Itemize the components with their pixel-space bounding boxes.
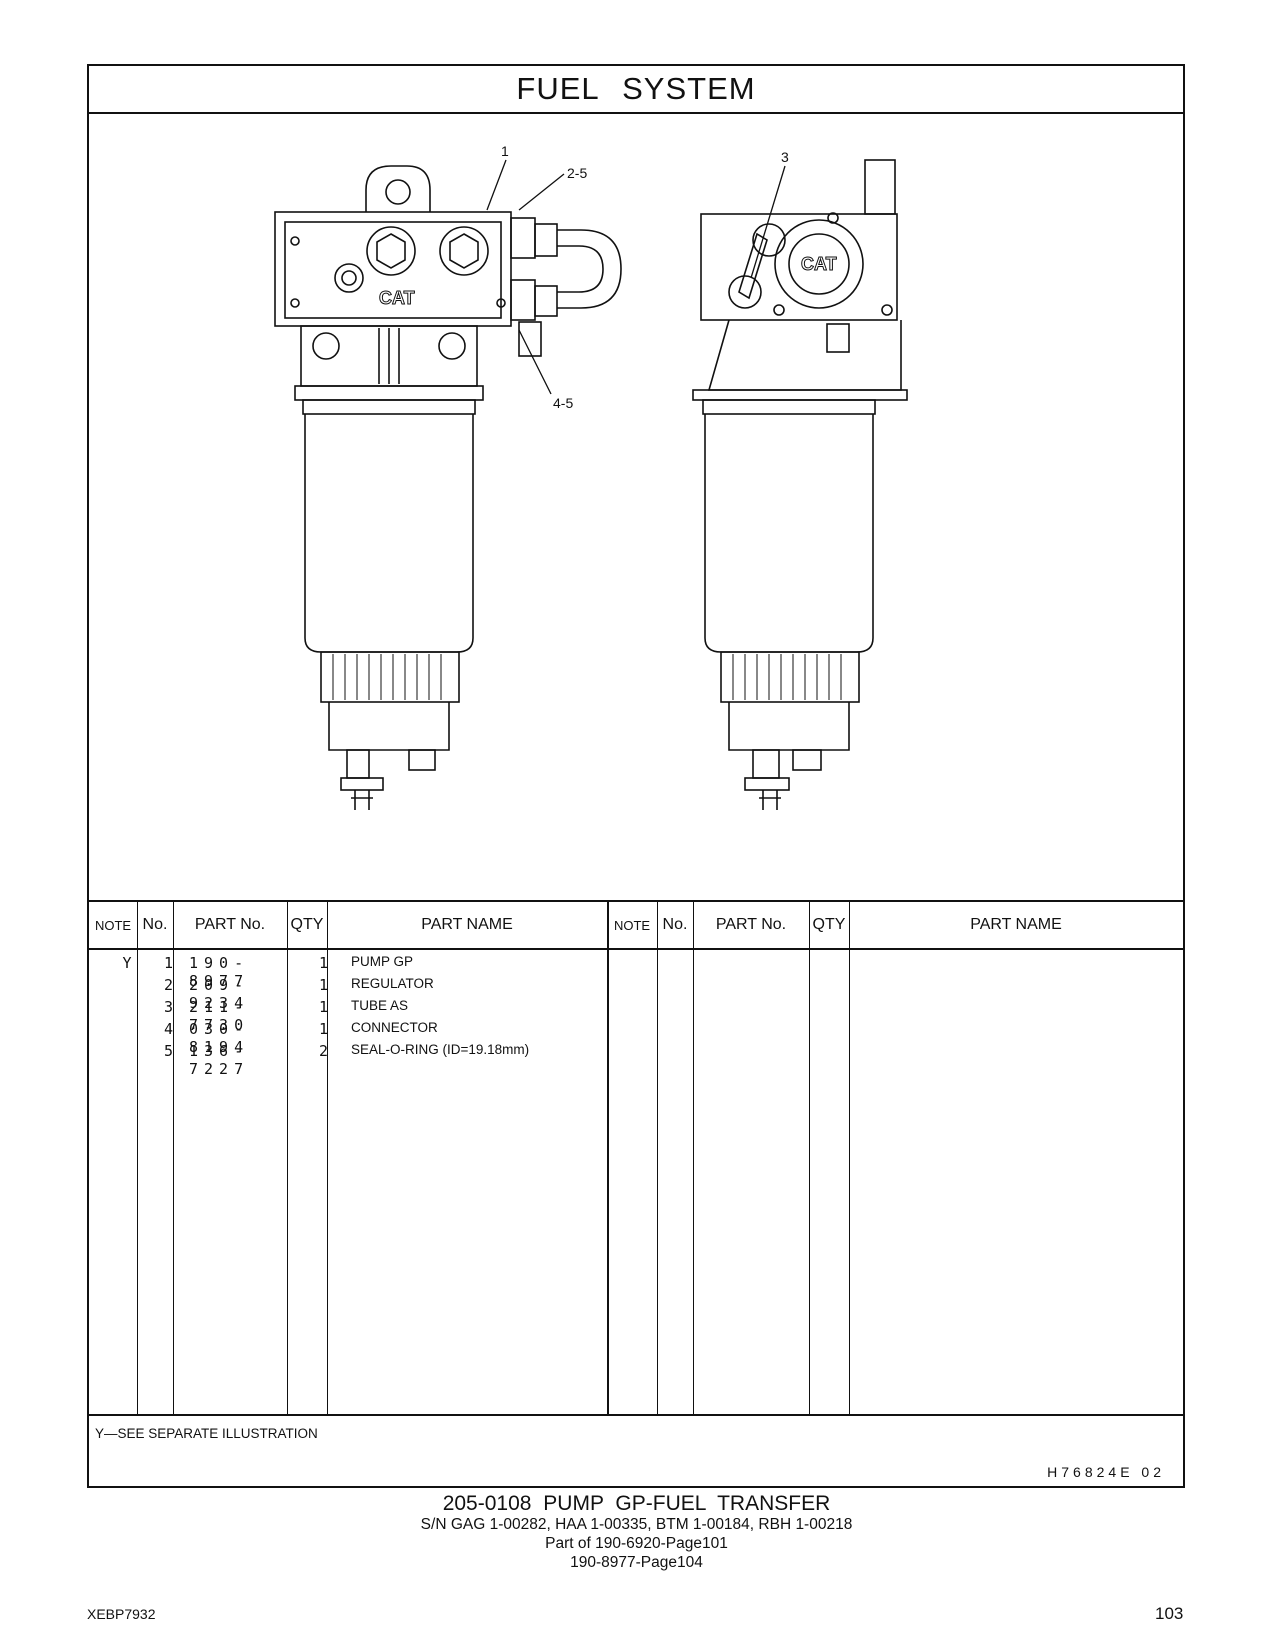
- serial-numbers: S/N GAG 1-00282, HAA 1-00335, BTM 1-0018…: [420, 1516, 853, 1533]
- col-divider: [849, 902, 850, 1416]
- left-view: [274, 159, 622, 810]
- half-divider: [607, 902, 609, 1416]
- illustration-code: H76824E 02: [1047, 1464, 1165, 1480]
- col-divider: [137, 902, 138, 1416]
- row-qty: 1: [318, 954, 328, 972]
- cat-logo-left: CAT: [379, 288, 415, 308]
- row-qty: 2: [318, 1042, 328, 1060]
- header-part-no-right: PART No.: [715, 916, 787, 933]
- exploded-illustration: 1 2-5 3 4-5 CAT CAT: [89, 114, 1183, 900]
- header-no-right: No.: [662, 916, 688, 933]
- row-part-no: 209-9234: [189, 976, 250, 1012]
- row-part-no: 136-7227: [189, 1042, 250, 1078]
- callout-4-5: 4-5: [553, 395, 573, 411]
- document-id: XEBP7932: [87, 1606, 156, 1622]
- callout-3: 3: [781, 149, 789, 165]
- callout-1: 1: [501, 143, 509, 159]
- parts-page-frame: FUEL SYSTEM: [87, 64, 1185, 1488]
- row-part-name: CONNECTOR: [351, 1020, 438, 1035]
- page-title: FUEL SYSTEM: [89, 66, 1183, 114]
- callout-2-5: 2-5: [567, 165, 587, 181]
- row-no: 4: [163, 1020, 173, 1038]
- row-note: Y: [122, 954, 132, 972]
- row-part-name: SEAL-O-RING (ID=19.18mm): [351, 1042, 530, 1057]
- header-qty-right: QTY: [812, 916, 846, 933]
- header-part-name-right: PART NAME: [970, 916, 1062, 933]
- row-no: 5: [163, 1042, 173, 1060]
- cat-logo-right: CAT: [801, 254, 837, 274]
- header-note-right: NOTE: [613, 917, 651, 933]
- row-qty: 1: [318, 1020, 328, 1038]
- header-qty: QTY: [290, 916, 324, 933]
- header-note: NOTE: [94, 917, 132, 933]
- row-part-name: PUMP GP: [351, 954, 414, 969]
- row-no: 1: [163, 954, 173, 972]
- table-header-divider: [89, 948, 1183, 950]
- footnote-text: Y—SEE SEPARATE ILLUSTRATION: [95, 1426, 318, 1441]
- row-qty: 1: [318, 998, 328, 1016]
- row-no: 2: [163, 976, 173, 994]
- header-part-no: PART No.: [194, 916, 266, 933]
- header-no: No.: [142, 916, 168, 933]
- page-reference: 190-8977-Page104: [570, 1554, 703, 1571]
- row-no: 3: [163, 998, 173, 1016]
- row-part-no: 190-8977: [189, 954, 250, 990]
- row-part-no: 030-8194: [189, 1020, 250, 1056]
- col-divider: [693, 902, 694, 1416]
- row-part-name: REGULATOR: [351, 976, 434, 991]
- row-part-name: TUBE AS: [351, 998, 409, 1013]
- row-qty: 1: [318, 976, 328, 994]
- fuel-pump-drawing: 1 2-5 3 4-5 CAT CAT: [274, 143, 908, 810]
- group-title: 205-0108 PUMP GP-FUEL TRANSFER: [442, 1492, 831, 1515]
- col-divider: [657, 902, 658, 1416]
- parts-table: NOTE No. PART No. QTY PART NAME NOTE No.…: [89, 900, 1183, 1416]
- col-divider: [173, 902, 174, 1416]
- col-divider: [287, 902, 288, 1416]
- col-divider: [809, 902, 810, 1416]
- part-of-reference: Part of 190-6920-Page101: [545, 1535, 728, 1552]
- row-part-no: 211-7730: [189, 998, 250, 1034]
- footnote-section: Y—SEE SEPARATE ILLUSTRATION H76824E 02: [89, 1414, 1183, 1490]
- header-part-name: PART NAME: [421, 916, 513, 933]
- col-divider: [327, 902, 328, 1416]
- page-number: 103: [1155, 1604, 1184, 1623]
- right-view: [692, 159, 908, 810]
